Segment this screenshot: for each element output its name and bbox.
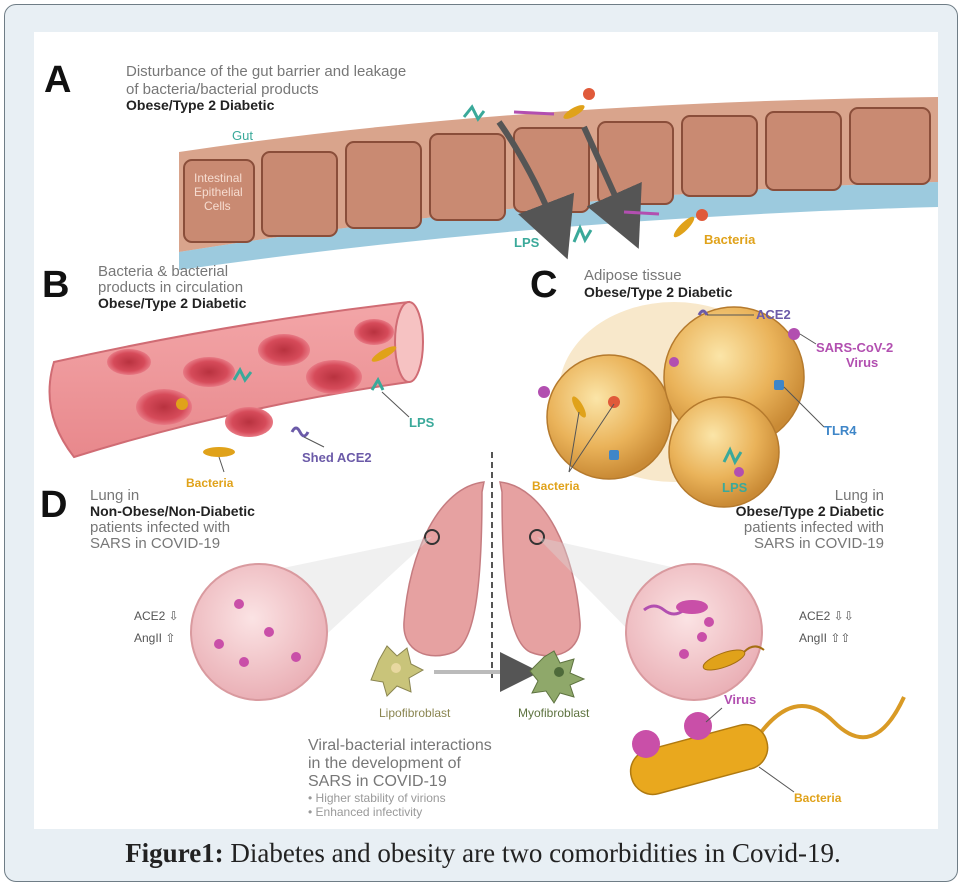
shed-ace2-label: Shed ACE2 (302, 450, 372, 465)
angii-right: AngII ⇧⇧ (799, 631, 850, 645)
interaction-2: in the development of (308, 755, 462, 772)
lps-label-b: LPS (409, 415, 435, 430)
panel-a-title-1: Disturbance of the gut barrier and leaka… (126, 63, 406, 80)
panel-d-left-1: Lung in (90, 487, 139, 504)
panel-b-subtitle: Obese/Type 2 Diabetic (98, 295, 247, 311)
vessel-opening (395, 302, 423, 382)
panel-b-title-2: products in circulation (98, 279, 243, 296)
panel-a-subtitle: Obese/Type 2 Diabetic (126, 97, 275, 113)
panel-d-right-4: SARS in COVID-19 (754, 535, 884, 552)
cells-label-3: Cells (204, 199, 231, 213)
lps-label-a: LPS (514, 235, 540, 250)
panel-b: B Bacteria & bacterial products in circu… (42, 263, 435, 490)
lps-label-c: LPS (722, 480, 748, 495)
panel-c-title: Adipose tissue (584, 267, 682, 284)
bacteria-label-a: Bacteria (704, 232, 756, 247)
diagram-canvas: A Disturbance of the gut barrier and lea… (34, 32, 938, 829)
ace2-left: ACE2 ⇩ (134, 609, 179, 623)
cells-label-1: Intestinal (194, 171, 242, 185)
panel-b-title-1: Bacteria & bacterial (98, 263, 228, 280)
caption-text: Diabetes and obesity are two comorbiditi… (224, 838, 841, 868)
panel-d: D Lung in Non-Obese/Non-Diabetic patient… (40, 452, 904, 819)
figure-panel: A Disturbance of the gut barrier and lea… (34, 32, 938, 829)
panel-d-left-2: Non-Obese/Non-Diabetic (90, 503, 255, 519)
myo-label: Myofibroblast (518, 706, 590, 720)
interaction-1: Viral-bacterial interactions (308, 737, 492, 754)
panel-c-letter: C (530, 264, 557, 306)
lipo-label: Lipofibroblast (379, 706, 451, 720)
bullet-2: • Enhanced infectivity (308, 805, 422, 819)
sars-label-2: Virus (846, 355, 878, 370)
panel-d-right-2: Obese/Type 2 Diabetic (736, 503, 885, 519)
tlr4-label: TLR4 (824, 423, 857, 438)
interaction-3: SARS in COVID-19 (308, 773, 447, 790)
panel-b-letter: B (42, 264, 69, 306)
angii-left: AngII ⇧ (134, 631, 175, 645)
panel-c-subtitle: Obese/Type 2 Diabetic (584, 284, 733, 300)
panel-c: C Adipose tissue Obese/Type 2 Diabetic B… (530, 264, 893, 507)
panel-d-letter: D (40, 484, 67, 526)
bacterium-with-virus-icon (626, 697, 904, 799)
lipofibroblast-icon (371, 646, 423, 696)
virus-label-d: Virus (724, 692, 756, 707)
bacteria-label-d: Bacteria (794, 791, 842, 805)
caption-label: Figure1: (125, 838, 223, 868)
panel-d-right-1: Lung in (835, 487, 884, 504)
bullet-1: • Higher stability of virions (308, 791, 446, 805)
panel-d-left-4: SARS in COVID-19 (90, 535, 220, 552)
gut-label: Gut (232, 128, 253, 143)
panel-a: A Disturbance of the gut barrier and lea… (44, 59, 938, 270)
panel-a-letter: A (44, 59, 71, 101)
bacteria-label-c: Bacteria (532, 479, 580, 493)
panel-d-left-3: patients infected with (90, 519, 230, 536)
panel-a-title-2: of bacteria/bacterial products (126, 81, 319, 98)
alveolus-left (191, 564, 327, 700)
ace2-label-c: ACE2 (756, 307, 791, 322)
leaked-lps-icon (574, 228, 591, 242)
sars-label-1: SARS-CoV-2 (816, 340, 893, 355)
cells-label-2: Epithelial (194, 185, 243, 199)
adipocyte-cluster (547, 302, 804, 507)
bacteria-label-b: Bacteria (186, 476, 234, 490)
shed-ace2-icon (292, 428, 308, 436)
myofibroblast-icon (530, 651, 584, 703)
ace2-right: ACE2 ⇩⇩ (799, 609, 854, 623)
alveolus-right (626, 564, 762, 700)
panel-d-right-3: patients infected with (744, 519, 884, 536)
figure-caption: Figure1: Diabetes and obesity are two co… (0, 838, 966, 869)
